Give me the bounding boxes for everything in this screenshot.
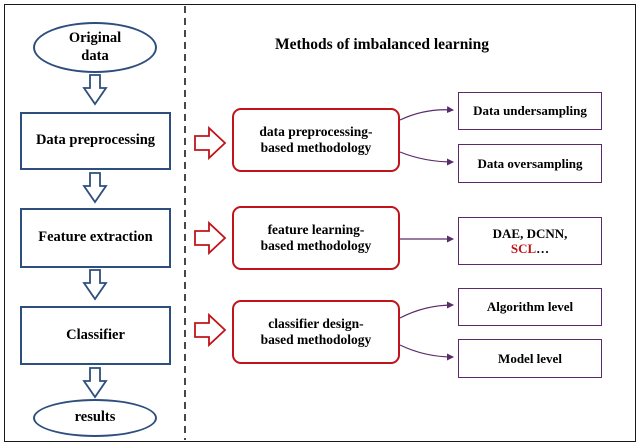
scl-highlight: SCL (510, 241, 537, 256)
end-node-label: results (74, 409, 116, 426)
leaf-label: Algorithm level (486, 299, 574, 315)
down-arrow-icon (82, 74, 108, 106)
connector-undersampling (399, 106, 454, 121)
down-arrow-icon (82, 172, 108, 204)
method-line-2: based methodology (260, 238, 372, 253)
start-node-original-data: Original data (33, 22, 157, 73)
method-data-preprocessing: data preprocessing- based methodology (232, 108, 400, 172)
outer-frame (4, 4, 636, 442)
leaf-label: Model level (498, 350, 562, 366)
method-line-1: classifier design- (268, 316, 364, 332)
leaf-label: Data undersampling (473, 103, 587, 119)
leaf-dae-dcnn-scl: DAE, DCNN, SCL… (458, 217, 602, 265)
step-data-preprocessing: Data preprocessing (20, 112, 171, 170)
leaf-label: Data oversampling (477, 155, 583, 171)
leaf-line-1: DAE, DCNN, (492, 225, 568, 241)
connector-model-level (399, 344, 454, 361)
start-node-line-2: data (81, 47, 109, 64)
method-line-2: based methodology (260, 140, 372, 155)
leaf-line-2: SCL… (493, 241, 568, 256)
leaf-data-undersampling: Data undersampling (458, 92, 602, 130)
down-arrow-icon (82, 269, 108, 301)
step-classifier: Classifier (20, 306, 171, 365)
right-arrow-icon (194, 220, 227, 256)
step-label: Data preprocessing (35, 132, 156, 149)
start-node-line-1: Original (68, 30, 122, 47)
methods-title: Methods of imbalanced learning (275, 36, 489, 53)
end-node-results: results (33, 399, 157, 437)
step-feature-extraction: Feature extraction (20, 208, 171, 268)
method-line-1: data preprocessing- (259, 124, 373, 140)
ellipsis: … (536, 241, 550, 256)
leaf-algorithm-level: Algorithm level (458, 288, 602, 326)
connector-algorithm-level (399, 301, 454, 319)
method-line-1: feature learning- (267, 222, 365, 238)
leaf-model-level: Model level (458, 339, 602, 378)
method-line-2: based methodology (260, 332, 372, 347)
down-arrow-icon (82, 367, 108, 399)
step-label: Classifier (66, 326, 125, 343)
right-arrow-icon (194, 312, 227, 348)
right-arrow-icon (194, 125, 227, 161)
method-classifier-design: classifier design- based methodology (232, 300, 400, 364)
connector-oversampling (399, 151, 454, 166)
step-label: Feature extraction (38, 229, 153, 246)
leaf-data-oversampling: Data oversampling (458, 144, 602, 183)
method-feature-learning: feature learning- based methodology (232, 206, 400, 270)
